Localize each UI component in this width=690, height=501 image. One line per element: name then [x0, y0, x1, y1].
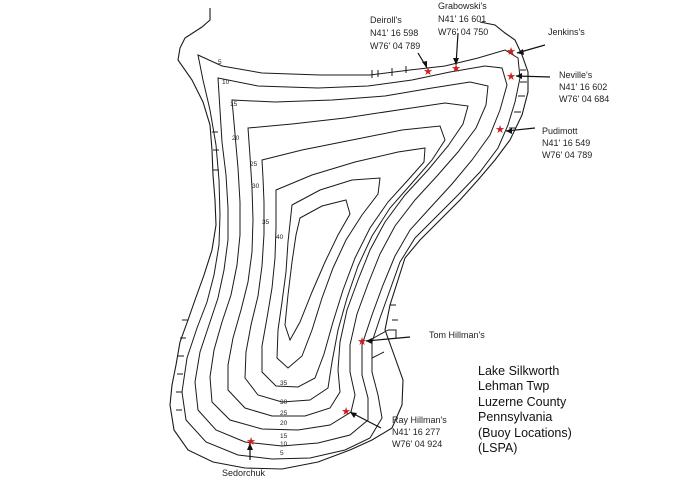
buoy-marker-jenkins: ★ — [506, 45, 516, 58]
buoy-coord-n: N41' 16 601 — [438, 14, 487, 24]
buoy-label-ray: Ray Hillman's N41' 16 277 W76' 04 924 — [392, 415, 447, 450]
buoy-marker-sedorchuk: ★ — [246, 435, 256, 448]
buoy-marker-pudimott: ★ — [495, 123, 505, 136]
buoy-coord-w: W76' 04 924 — [392, 439, 443, 449]
depth-label: 30 — [280, 399, 288, 406]
contour-30 — [261, 147, 426, 388]
contour-25 — [244, 125, 446, 403]
info-township: Lehman Twp — [478, 379, 550, 394]
buoy-label-grabowski: Grabowski's N41' 16 601 W76' 04 750 — [438, 1, 488, 38]
depth-label: 25 — [280, 410, 288, 417]
buoy-coord-w: W76' 04 750 — [438, 27, 489, 37]
contour-10 — [194, 65, 508, 447]
buoy-coord-w: W76' 04 789 — [542, 150, 593, 160]
buoy-name: Jenkins's — [548, 27, 585, 37]
shoreline-outer — [169, 8, 529, 470]
depth-label: 30 — [252, 183, 260, 190]
depth-contours — [181, 49, 521, 460]
depth-label: 5 — [280, 450, 284, 457]
buoy-label-neville: Neville's N41' 16 602 W76' 04 684 — [559, 70, 609, 105]
arrow-tom — [365, 336, 411, 342]
buoy-marker-ray: ★ — [341, 405, 351, 418]
buoy-name: Sedorchuk — [222, 468, 266, 478]
buoy-label-jenkins: Jenkins's — [548, 27, 585, 38]
depth-label: 10 — [222, 79, 230, 86]
info-state: Pennsylvania — [478, 410, 553, 425]
depth-label: 10 — [280, 441, 288, 448]
buoy-marker-tom: ★ — [357, 335, 367, 348]
buoy-marker-neville: ★ — [506, 70, 516, 83]
buoy-label-pudimott: Pudimott N41' 16 549 W76' 04 789 — [542, 126, 592, 161]
depth-label: 35 — [280, 380, 288, 387]
depth-label: 20 — [280, 420, 288, 427]
buoy-label-deiroll: Deiroll's N41' 16 598 W76' 04 789 — [370, 15, 420, 52]
info-subtitle: (Buoy Locations) — [478, 425, 572, 440]
contour-35 — [276, 177, 381, 369]
depth-label: 35 — [262, 219, 270, 226]
buoy-coord-n: N41' 16 549 — [542, 138, 591, 148]
buoy-marker-grabowski: ★ — [451, 62, 461, 75]
buoy-coord-n: N41' 16 602 — [559, 82, 608, 92]
map-info-block: Lake Silkworth Lehman Twp Luzerne County… — [478, 364, 572, 456]
buoy-label-sedorchuk: Sedorchuk — [222, 468, 265, 479]
contour-5 — [181, 49, 521, 460]
shore-ticks — [176, 66, 527, 411]
arrow-heads — [247, 49, 524, 450]
depth-label: 5 — [218, 59, 222, 66]
buoy-name: Pudimott — [542, 126, 578, 136]
buoy-label-tom: Tom Hillman's — [429, 330, 485, 341]
buoy-name: Neville's — [559, 70, 593, 80]
contour-15 — [209, 81, 489, 431]
info-lake-name: Lake Silkworth — [478, 364, 560, 378]
contour-20 — [227, 102, 469, 417]
info-org: (LSPA) — [478, 441, 518, 456]
buoy-name: Ray Hillman's — [392, 415, 447, 425]
buoy-coord-w: W76' 04 684 — [559, 94, 610, 104]
buoy-name: Deiroll's — [370, 15, 402, 25]
depth-label: 40 — [276, 234, 284, 241]
depth-label: 15 — [230, 101, 238, 108]
buoy-name: Grabowski's — [438, 1, 487, 11]
buoy-name: Tom Hillman's — [429, 330, 485, 340]
contour-40 — [284, 199, 351, 342]
buoy-coord-w: W76' 04 789 — [370, 41, 421, 51]
buoy-marker-group: ★ ★ ★ ★ ★ ★ ★ ★ — [246, 45, 516, 448]
depth-label: 25 — [250, 161, 258, 168]
depth-label: 15 — [280, 433, 288, 440]
depth-label: 20 — [232, 135, 240, 142]
depth-label-group: 5 10 15 20 25 30 35 40 35 30 25 20 15 10… — [218, 59, 288, 457]
buoy-coord-n: N41' 16 277 — [392, 427, 441, 437]
buoy-marker-deiroll: ★ — [423, 65, 433, 78]
buoy-coord-n: N41' 16 598 — [370, 28, 419, 38]
info-county: Luzerne County — [478, 394, 567, 409]
